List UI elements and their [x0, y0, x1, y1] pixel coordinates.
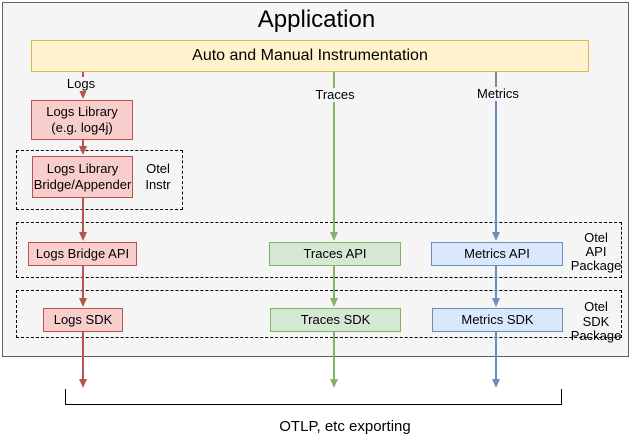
traces-arrow-2-head-icon: [329, 298, 338, 307]
traces-api-label: Traces API: [303, 246, 367, 261]
metrics-arrow-1-line: [495, 72, 497, 233]
traces-arrow-3-head-icon: [329, 379, 338, 388]
logs-bridge-api-label: Logs Bridge API: [35, 246, 130, 261]
traces-arrow-1-line: [333, 72, 335, 233]
logs-library-box: Logs Library (e.g. log4j): [31, 100, 133, 140]
traces-arrow-1-head-icon: [329, 232, 338, 241]
otel-api-label-line2: API: [585, 244, 607, 259]
traces-arrow-3-line: [333, 332, 335, 380]
logs-bridge-api-box: Logs Bridge API: [28, 242, 137, 266]
otel-api-label-line3: Package: [570, 258, 622, 273]
metrics-arrow-2-line: [495, 266, 497, 299]
instrumentation-box: Auto and Manual Instrumentation: [31, 40, 589, 72]
logs-arrow-4-line: [82, 266, 84, 299]
metrics-api-label: Metrics API: [464, 246, 530, 261]
logs-arrow-1-head-icon: [78, 90, 87, 99]
metrics-arrow-1-head-icon: [491, 232, 500, 241]
otel-sdk-label-line3: Package: [570, 328, 622, 343]
logs-bridge-appender-box: Logs Library Bridge/Appender: [32, 156, 133, 198]
logs-sdk-box: Logs SDK: [43, 308, 123, 332]
instrumentation-label: Auto and Manual Instrumentation: [192, 47, 428, 64]
otel-api-package-group: [16, 222, 622, 278]
traces-sdk-box: Traces SDK: [270, 308, 401, 332]
otel-instr-label-line1: Otel: [146, 161, 170, 176]
logs-edge-label: Logs: [60, 77, 102, 91]
logs-arrow-3-line: [82, 198, 84, 233]
export-label: OTLP, etc exporting: [279, 418, 411, 435]
otel-instr-group-label: Otel Instr: [133, 161, 183, 192]
otel-sdk-label-line2: SDK: [582, 313, 610, 329]
logs-arrow-2-line: [82, 140, 84, 147]
otel-sdk-package-label: Otel SDK Package: [570, 299, 622, 344]
traces-edge-label: Traces: [309, 88, 361, 102]
metrics-sdk-label: Metrics SDK: [461, 312, 534, 327]
logs-arrow-5-line: [82, 332, 84, 380]
logs-arrow-4-head-icon: [78, 298, 87, 307]
logs-arrow-3-head-icon: [78, 232, 87, 241]
logs-bridge-line1: Logs Library: [46, 161, 119, 176]
traces-api-box: Traces API: [269, 242, 401, 266]
logs-bridge-line2: Bridge/Appender: [33, 177, 132, 192]
otel-api-package-label: Otel API Package: [570, 231, 622, 273]
metrics-api-box: Metrics API: [431, 242, 563, 266]
application-title: Application: [257, 6, 376, 33]
logs-library-line2: (e.g. log4j): [51, 120, 113, 135]
traces-sdk-label: Traces SDK: [300, 312, 371, 327]
metrics-arrow-3-head-icon: [491, 379, 500, 388]
logs-arrow-5-head-icon: [78, 379, 87, 388]
otel-instr-label-line2: Instr: [145, 176, 171, 192]
otel-instr-group: [16, 150, 183, 210]
logs-sdk-label: Logs SDK: [53, 312, 113, 327]
export-bracket: [65, 389, 562, 405]
metrics-sdk-box: Metrics SDK: [432, 308, 563, 332]
logs-library-line1: Logs Library: [46, 104, 118, 119]
traces-arrow-2-line: [333, 266, 335, 299]
metrics-arrow-3-line: [495, 332, 497, 380]
logs-arrow-2-head-icon: [78, 146, 87, 155]
otel-sdk-label-line1: Otel: [584, 299, 608, 314]
otel-api-label-line1: Otel: [584, 230, 608, 245]
metrics-arrow-2-head-icon: [491, 298, 500, 307]
otel-sdk-package-group: [16, 290, 622, 338]
metrics-edge-label: Metrics: [472, 87, 524, 101]
